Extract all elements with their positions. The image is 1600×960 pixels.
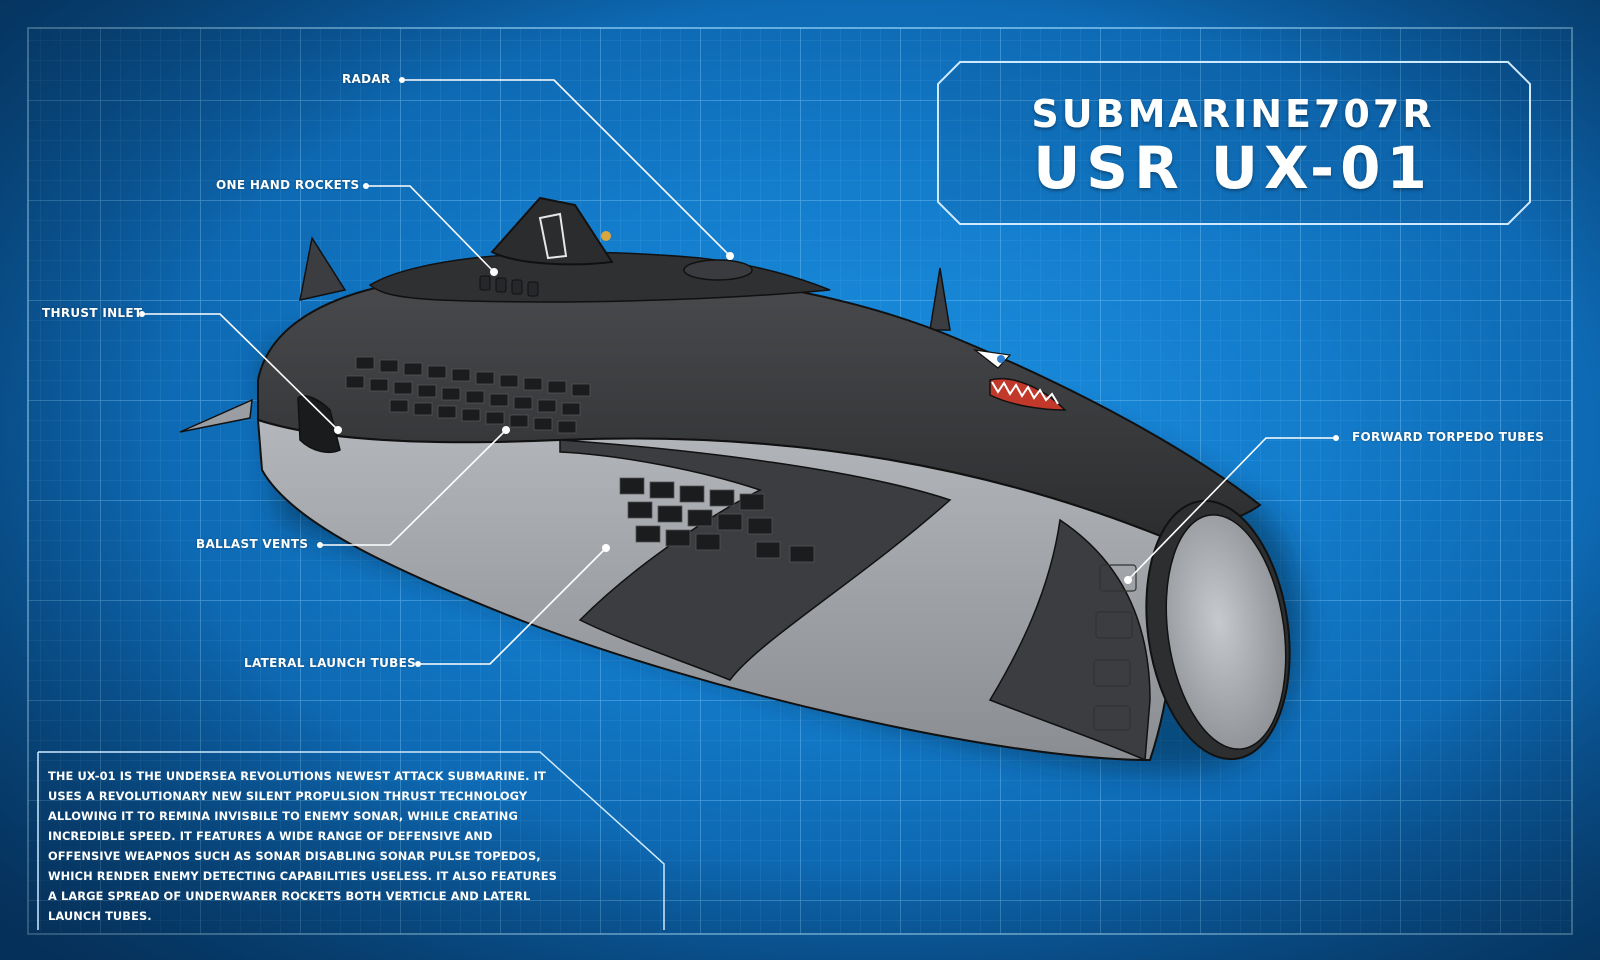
callout-radar: RADAR	[342, 72, 391, 86]
description-frame	[37, 751, 665, 930]
rocket-hatches	[479, 275, 539, 297]
rear-fin-upper	[299, 236, 347, 301]
ballast-vent-grid	[345, 356, 591, 434]
shark-pupil	[997, 355, 1005, 363]
title-model: SUBMARINE707R	[1031, 92, 1435, 136]
sail-fin	[490, 196, 614, 266]
callout-lateral-launch-tubes: LATERAL LAUNCH TUBES	[244, 656, 417, 670]
torpedo-panels	[1093, 564, 1137, 731]
title-designation: USR UX-01	[1033, 134, 1433, 202]
title-frame	[937, 61, 1531, 225]
callout-ballast-vents: BALLAST VENTS	[196, 537, 309, 551]
callout-dots	[139, 77, 1339, 667]
description-text: THE UX-01 IS THE UNDERSEA REVOLUTIONS NE…	[48, 769, 557, 923]
sail-star	[601, 231, 611, 241]
launch-tube-grid	[619, 477, 815, 563]
forward-fin-upper	[929, 267, 951, 331]
shark-mouth	[989, 378, 1067, 411]
callout-lines	[142, 79, 1336, 665]
radar-dome	[683, 259, 753, 281]
callout-one-hand-rockets: ONE HAND ROCKETS	[216, 178, 360, 192]
shark-teeth	[991, 381, 1059, 405]
hull-stripe	[559, 439, 952, 681]
rear-fin-left	[179, 398, 253, 433]
hull-stripe-lower	[988, 518, 1151, 762]
callout-forward-torpedo-tubes: FORWARD TORPEDO TUBES	[1352, 430, 1545, 444]
title-block: SUBMARINE707R USR UX-01	[936, 62, 1530, 224]
nose-face	[1165, 514, 1287, 750]
callout-thrust-inlet: THRUST INLET	[42, 306, 143, 320]
thrust-inlet	[297, 395, 341, 453]
sail-emblem	[538, 212, 568, 260]
